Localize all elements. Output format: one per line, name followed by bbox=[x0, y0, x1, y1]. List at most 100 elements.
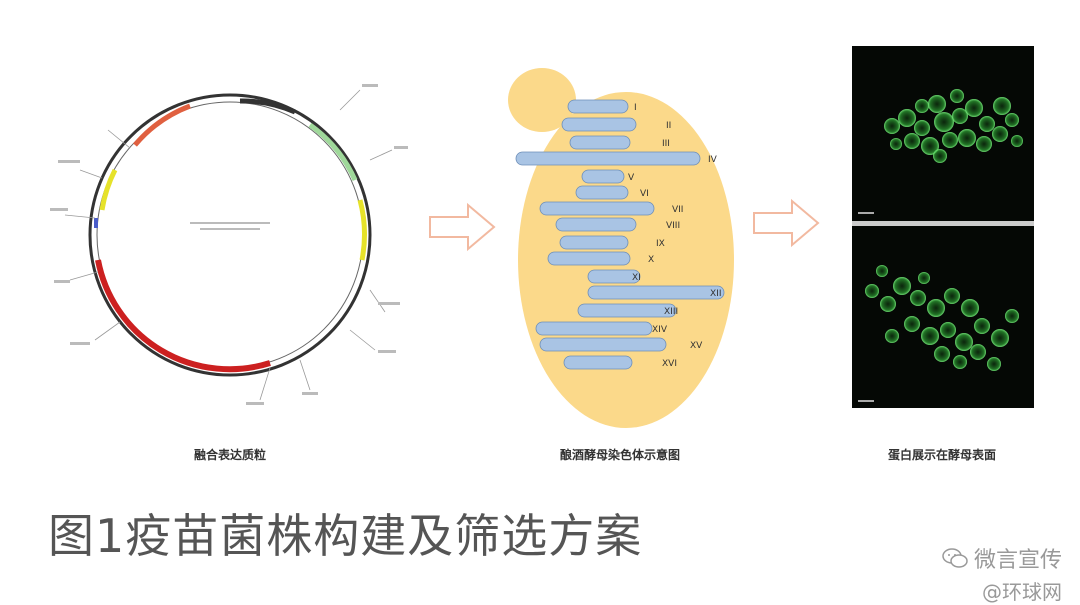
yeast-cell-fluorescent bbox=[884, 118, 900, 134]
watermark-line2: @环球网 bbox=[982, 580, 1062, 604]
caption-microscopy: 蛋白展示在酵母表面 bbox=[887, 448, 996, 462]
yeast-cell-fluorescent bbox=[1011, 135, 1023, 147]
chromosome bbox=[569, 135, 631, 150]
plasmid-segment-red bbox=[95, 259, 271, 373]
chromosome bbox=[547, 251, 631, 266]
chromosome-label: XII bbox=[710, 289, 721, 299]
cell-cluster-bottom bbox=[865, 265, 1019, 371]
yeast-cell-fluorescent bbox=[979, 116, 995, 132]
caption-plasmid: 融合表达质粒 bbox=[193, 448, 266, 462]
chromosome-label: XVI bbox=[662, 359, 677, 369]
yeast-cell-fluorescent bbox=[950, 89, 964, 103]
yeast-cell-fluorescent bbox=[934, 346, 950, 362]
chromosome bbox=[535, 321, 653, 336]
watermark: 微言宣传 @环球网 bbox=[942, 542, 1062, 605]
chromosome-label: V bbox=[628, 173, 635, 183]
yeast-cell-fluorescent bbox=[914, 120, 930, 136]
chromosome bbox=[563, 355, 633, 370]
yeast-cell-fluorescent bbox=[953, 355, 967, 369]
plasmid-map bbox=[40, 50, 420, 420]
chromosome-label: XV bbox=[690, 341, 703, 351]
chromosome bbox=[539, 201, 655, 216]
chromosome-label: II bbox=[666, 121, 671, 131]
wechat-icon bbox=[942, 548, 968, 568]
yeast-cell-fluorescent bbox=[944, 288, 960, 304]
yeast-cell-fluorescent bbox=[940, 322, 956, 338]
yeast-cell-fluorescent bbox=[987, 357, 1001, 371]
chromosome bbox=[559, 235, 629, 250]
chromosome bbox=[577, 303, 677, 318]
yeast-cell-fluorescent bbox=[976, 136, 992, 152]
chromosome-label: IX bbox=[656, 239, 665, 249]
yeast-cell-fluorescent bbox=[927, 299, 945, 317]
figure-title: 图1疫苗菌株构建及筛选方案 bbox=[48, 509, 643, 563]
chromosome-label: IV bbox=[708, 155, 718, 165]
plasmid-feature-ticks bbox=[64, 89, 393, 401]
chromosome bbox=[567, 99, 629, 114]
chromosome bbox=[515, 151, 701, 166]
yeast-cell-fluorescent bbox=[955, 333, 973, 351]
yeast-cell-fluorescent bbox=[915, 99, 929, 113]
chromosome-label: XIII bbox=[664, 307, 678, 317]
plasmid-segment-orange bbox=[133, 103, 191, 147]
chromosome-label: VI bbox=[640, 189, 649, 199]
yeast-cell-fluorescent bbox=[974, 318, 990, 334]
scale-bar bbox=[858, 400, 874, 402]
yeast-cell-fluorescent bbox=[928, 95, 946, 113]
yeast-cell-fluorescent bbox=[880, 296, 896, 312]
yeast-cell-fluorescent bbox=[921, 327, 939, 345]
plasmid-annotations bbox=[50, 84, 408, 405]
arrow-right-icon bbox=[752, 198, 822, 253]
caption-yeast: 酿酒酵母染色体示意图 bbox=[559, 448, 680, 462]
yeast-cell-fluorescent bbox=[952, 108, 968, 124]
chromosome-label: III bbox=[662, 139, 670, 149]
chromosome bbox=[561, 117, 637, 132]
fluorescence-micrograph bbox=[852, 46, 1034, 408]
yeast-cell-fluorescent bbox=[890, 138, 902, 150]
yeast-cell-fluorescent bbox=[898, 109, 916, 127]
watermark-line1: 微言宣传 bbox=[973, 548, 1062, 573]
scale-bar bbox=[858, 212, 874, 214]
chromosome bbox=[575, 185, 629, 200]
yeast-cell-fluorescent bbox=[965, 99, 983, 117]
yeast-cell-fluorescent bbox=[958, 129, 976, 147]
yeast-cell-fluorescent bbox=[876, 265, 888, 277]
yeast-cell-fluorescent bbox=[961, 299, 979, 317]
chromosome bbox=[587, 285, 725, 300]
yeast-cell-fluorescent bbox=[1005, 113, 1019, 127]
chromosome-label: I bbox=[634, 103, 637, 113]
chromosome bbox=[539, 337, 667, 352]
yeast-cell-fluorescent bbox=[921, 137, 939, 155]
yeast-cell-fluorescent bbox=[904, 316, 920, 332]
yeast-cell-fluorescent bbox=[942, 132, 958, 148]
yeast-bud bbox=[508, 68, 576, 132]
arrow-right-icon bbox=[428, 202, 498, 257]
yeast-cell-fluorescent bbox=[1005, 309, 1019, 323]
yeast-cell-fluorescent bbox=[885, 329, 899, 343]
yeast-cell-fluorescent bbox=[933, 149, 947, 163]
yeast-cell-fluorescent bbox=[991, 329, 1009, 347]
chromosome-label: XI bbox=[632, 273, 641, 283]
cell-cluster-top bbox=[884, 89, 1023, 163]
yeast-cell-fluorescent bbox=[993, 97, 1011, 115]
yeast-cell-fluorescent bbox=[865, 284, 879, 298]
plasmid-segment-dark bbox=[239, 98, 296, 115]
yeast-cell-fluorescent bbox=[904, 133, 920, 149]
yeast-cell-fluorescent bbox=[970, 344, 986, 360]
plasmid-segment-yellow-left bbox=[99, 168, 118, 211]
plasmid-marker-blue bbox=[94, 218, 98, 228]
chromosome bbox=[581, 169, 625, 184]
micrograph-bottom bbox=[852, 226, 1034, 408]
chromosome bbox=[587, 269, 641, 284]
yeast-cell-fluorescent bbox=[934, 112, 954, 132]
chromosome-label: XIV bbox=[652, 325, 668, 335]
chromosome-label: VII bbox=[672, 205, 683, 215]
plasmid-segment-yellow-right bbox=[357, 199, 367, 261]
chromosome-label: VIII bbox=[666, 221, 680, 231]
yeast-cell-fluorescent bbox=[910, 290, 926, 306]
yeast-cell-fluorescent bbox=[893, 277, 911, 295]
plasmid-diagram bbox=[50, 84, 408, 405]
plasmid-segment-green bbox=[308, 122, 358, 182]
